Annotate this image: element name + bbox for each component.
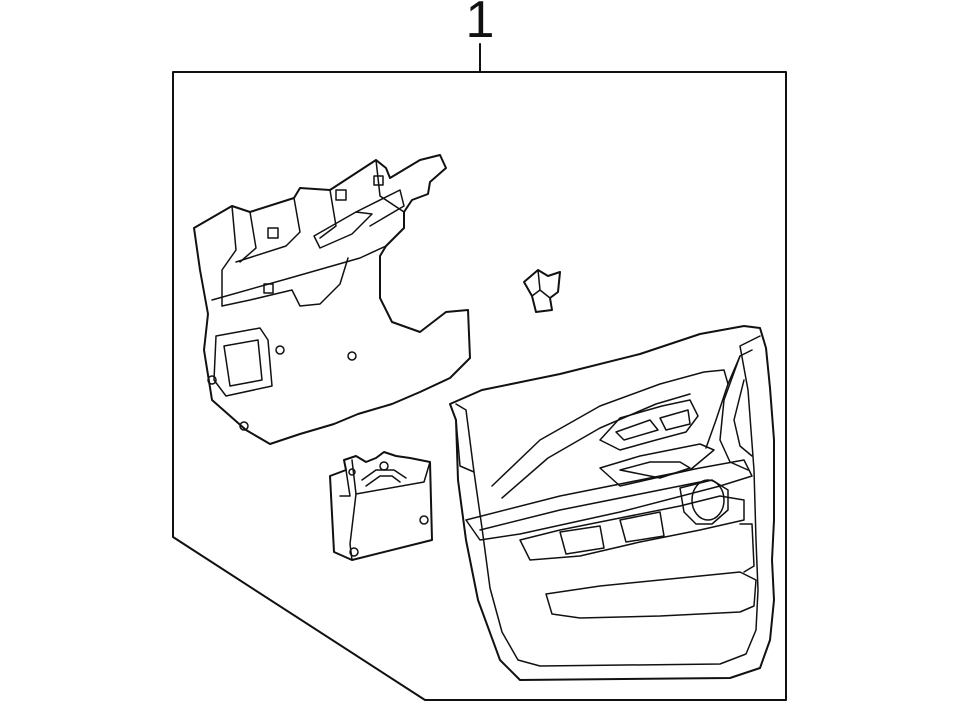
assembly-frame — [172, 71, 787, 701]
callout-label: 1 — [465, 0, 495, 49]
retainer-clip — [523, 269, 561, 313]
door-trim-panel — [449, 325, 775, 681]
switch-bezel-module — [329, 451, 433, 561]
inner-panel-bracket — [193, 154, 471, 445]
